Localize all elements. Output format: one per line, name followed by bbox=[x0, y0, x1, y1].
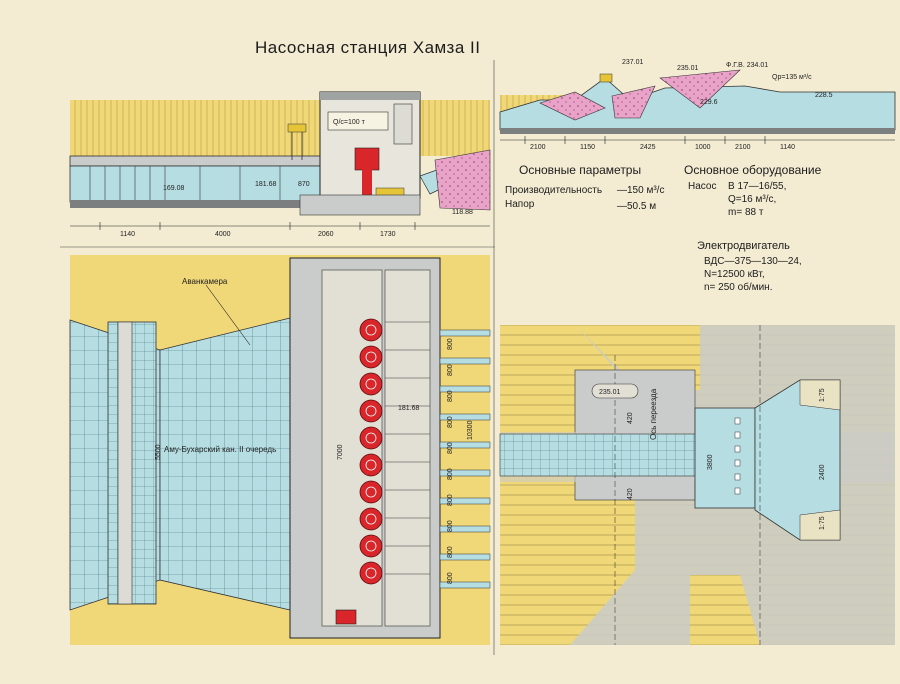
plan-left: Аванкамера Аму-Бухарский кан. II очередь… bbox=[69, 255, 491, 645]
page-title: Насосная станция Хамза II bbox=[255, 38, 481, 57]
pump-unit-core bbox=[365, 540, 377, 552]
avankamera-label: Аванкамера bbox=[182, 277, 228, 286]
pipe-dim-label: 800 bbox=[447, 494, 454, 506]
sr-level-1: 237.01 bbox=[622, 59, 644, 66]
sl-level-1: 169.08 bbox=[163, 185, 185, 192]
pr-level: 235.01 bbox=[599, 389, 621, 396]
sl-dim-1: 1140 bbox=[120, 231, 135, 238]
param-value-1: —150 м³/с bbox=[617, 185, 665, 196]
sr-level-3: Ф.Г.В. 234.01 bbox=[726, 62, 768, 69]
pr-dim-2: 420 bbox=[627, 488, 634, 500]
param-label-2: Напор bbox=[505, 199, 535, 210]
sr-dim-1: 2100 bbox=[530, 144, 546, 151]
pump-unit bbox=[359, 453, 383, 477]
sr-level-4: 229.6 bbox=[700, 99, 718, 106]
pump-unit-core bbox=[365, 405, 377, 417]
pump-unit-core bbox=[365, 513, 377, 525]
pump-unit-core bbox=[365, 567, 377, 579]
pipe-dim-label: 800 bbox=[447, 364, 454, 376]
pipe-dim-label: 800 bbox=[447, 338, 454, 350]
pump-unit-core bbox=[365, 351, 377, 363]
pipe-dim-label: 800 bbox=[447, 572, 454, 584]
motor-line-1: ВДС—375—130—24, bbox=[704, 256, 802, 267]
sr-level-6: Qp=135 м³/с bbox=[772, 74, 812, 81]
pr-dim-1: 420 bbox=[627, 412, 634, 424]
sl-level-3: 118.88 bbox=[452, 209, 473, 216]
sl-dim-2: 4000 bbox=[215, 231, 231, 238]
pump-label: Насос bbox=[688, 181, 717, 192]
pump-line-1: В 17—16/55, bbox=[728, 181, 787, 192]
sr-level-2: 235.01 bbox=[677, 65, 699, 72]
pump-unit-core bbox=[365, 324, 377, 336]
sr-dim-3: 2425 bbox=[640, 144, 656, 151]
pl-10300: 10300 bbox=[467, 420, 474, 440]
pl-level: 181.68 bbox=[398, 405, 420, 412]
pr-axis: Ось переезда bbox=[649, 388, 658, 440]
sl-level-2: 181.68 bbox=[255, 181, 277, 188]
pump-unit-core bbox=[365, 486, 377, 498]
pump-line-3: m= 88 т bbox=[728, 207, 764, 218]
pump-unit bbox=[359, 426, 383, 450]
motor-line-3: n= 250 об/мин. bbox=[704, 282, 773, 293]
pump-unit bbox=[359, 534, 383, 558]
pl-7000: 7000 bbox=[337, 444, 344, 460]
pump-unit bbox=[359, 480, 383, 504]
param-value-2: —50.5 м bbox=[617, 201, 657, 212]
pump-unit-core bbox=[365, 432, 377, 444]
sr-dim-6: 1140 bbox=[780, 144, 795, 151]
pump-unit bbox=[359, 399, 383, 423]
pipe-dim-label: 800 bbox=[447, 520, 454, 532]
sl-flow: Q/c=100 т bbox=[333, 119, 366, 126]
sl-depth: 870 bbox=[298, 181, 310, 188]
pipe-dim-label: 800 bbox=[447, 468, 454, 480]
param-label-1: Производительность bbox=[505, 185, 603, 196]
sl-dim-4: 1730 bbox=[380, 231, 396, 238]
pipe-dims: 800 800 800 800 800 800 800 800 800 800 bbox=[447, 338, 454, 584]
pump-unit bbox=[359, 372, 383, 396]
pipe-dim-label: 800 bbox=[447, 442, 454, 454]
pr-dim-3: 3800 bbox=[707, 454, 714, 470]
plan-right: 235.01 Ось переезда 420 420 3800 2400 1:… bbox=[499, 325, 895, 645]
canal-label: Аму-Бухарский кан. II очередь bbox=[164, 445, 276, 454]
pr-dim-5: 1:75 bbox=[819, 388, 826, 402]
section-right: 2100 1150 2425 1000 2100 1140 237.01 235… bbox=[499, 59, 896, 151]
pipe-dim-label: 800 bbox=[447, 546, 454, 558]
pump-unit bbox=[359, 318, 383, 342]
pump-unit-core bbox=[365, 378, 377, 390]
pipe-dim-label: 800 bbox=[447, 390, 454, 402]
pipe-dim-label: 800 bbox=[447, 416, 454, 428]
pr-dim-6: 1:75 bbox=[819, 516, 826, 530]
pump-units bbox=[359, 318, 383, 585]
sr-dim-2: 1150 bbox=[580, 144, 595, 151]
equipment-heading: Основное оборудование bbox=[684, 163, 822, 177]
pump-unit bbox=[359, 507, 383, 531]
sr-dim-4: 1000 bbox=[695, 144, 711, 151]
pr-dim-4: 2400 bbox=[819, 464, 826, 480]
sl-dim-3: 2060 bbox=[318, 231, 334, 238]
params-heading: Основные параметры bbox=[519, 163, 642, 177]
motor-line-2: N=12500 кВт, bbox=[704, 269, 765, 280]
pump-unit bbox=[359, 345, 383, 369]
pump-unit-core bbox=[365, 459, 377, 471]
sr-dim-5: 2100 bbox=[735, 144, 751, 151]
motor-heading: Электродвигатель bbox=[697, 240, 790, 252]
pump-line-2: Q=16 м³/с, bbox=[728, 194, 777, 205]
section-left: 1140 4000 2060 1730 169.08 181.68 118.88… bbox=[69, 91, 491, 238]
pl-width: 5500 bbox=[155, 444, 162, 460]
pump-unit bbox=[359, 561, 383, 585]
sr-level-5: 228.5 bbox=[815, 92, 833, 99]
